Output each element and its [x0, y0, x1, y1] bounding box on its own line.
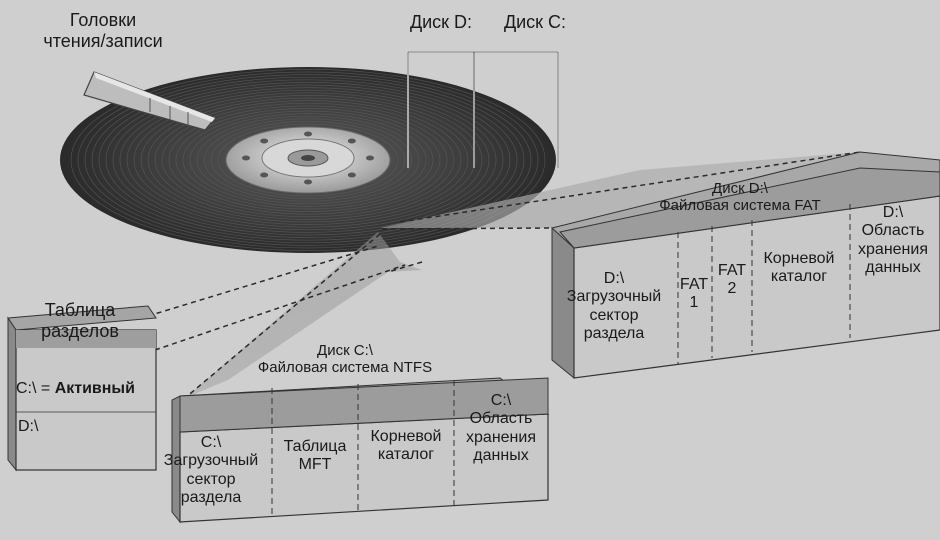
fat-seg-root: Корневой каталог: [750, 250, 848, 287]
fat-title-line2: Файловая система FAT: [659, 197, 821, 215]
partition-table-title-line1: Таблица: [44, 300, 116, 320]
ntfs-seg-mft: Таблица MFT: [272, 438, 358, 475]
partition-table-projection: [147, 245, 406, 351]
ntfs-seg-boot-line3: раздела: [180, 489, 242, 507]
fat-seg-boot: D:\ Загрузочный сектор раздела: [552, 270, 676, 344]
ntfs-block: [171, 377, 550, 524]
fat-seg-root-line1: Корневой: [763, 250, 835, 267]
fat-seg-fat1-line2: 1: [689, 294, 699, 312]
ntfs-title-line1: Диск C:\: [317, 342, 373, 359]
fat-seg-fat2: FAT 2: [712, 262, 752, 299]
ntfs-seg-data-drive: C:\: [490, 392, 512, 409]
ntfs-seg-data-line3: данных: [473, 447, 529, 465]
fat-seg-boot-drive: D:\: [603, 270, 625, 287]
fat-seg-fat2-line1: FAT: [717, 262, 747, 279]
heads-label-line2: чтения/записи: [43, 30, 163, 51]
heads-label: Головки чтения/записи: [0, 10, 206, 51]
ntfs-seg-root-line1: Корневой: [370, 428, 442, 445]
fat-seg-data-line1: Область: [861, 222, 925, 240]
fat-seg-boot-line3: раздела: [583, 325, 645, 343]
partition-brackets: [407, 51, 559, 168]
fat-seg-data-line3: данных: [865, 259, 921, 277]
ntfs-seg-boot-line1: Загрузочный: [163, 452, 259, 470]
fat-seg-fat2-line2: 2: [727, 280, 737, 298]
ntfs-seg-data: C:\ Область хранения данных: [456, 392, 546, 466]
ntfs-title: Диск C:\ Файловая система NTFS: [210, 342, 480, 377]
ntfs-seg-data-line1: Область: [469, 410, 533, 428]
partition-row-active: C:\ = Активный: [16, 380, 164, 398]
fat-block: [551, 151, 940, 380]
fat-seg-data: D:\ Область хранения данных: [846, 204, 940, 278]
heads-label-line1: Головки: [69, 10, 137, 30]
partition-row-d: D:\: [18, 418, 39, 435]
fat-seg-boot-line1: Загрузочный: [566, 288, 662, 306]
fat-title: Диск D:\ Файловая система FAT: [610, 180, 870, 215]
partition-table-title: Таблица разделов: [20, 300, 140, 341]
ntfs-seg-root-line2: каталог: [377, 446, 435, 464]
ntfs-title-line2: Файловая система NTFS: [257, 359, 433, 377]
fat-seg-data-drive: D:\: [882, 204, 904, 221]
disk-c-label: Диск C:: [503, 12, 567, 32]
fat-seg-fat1: FAT 1: [676, 276, 712, 313]
fat-seg-root-line2: каталог: [770, 268, 828, 286]
read-write-head: [83, 71, 216, 131]
ntfs-seg-mft-line2: MFT: [298, 456, 332, 474]
partition-table-block: [7, 305, 157, 472]
partition-row-active-word: Активный: [54, 380, 135, 397]
partition-table-title-line2: разделов: [41, 320, 119, 341]
ntfs-seg-boot-line2: сектор: [186, 470, 236, 488]
ntfs-seg-boot-drive: C:\: [200, 434, 222, 451]
ntfs-projection-wedge: [184, 232, 423, 399]
ntfs-seg-root: Корневой каталог: [358, 428, 454, 465]
ntfs-seg-boot: C:\ Загрузочный сектор раздела: [148, 434, 274, 508]
fat-title-line1: Диск D:\: [712, 180, 768, 197]
partition-row-active-prefix: C:\ =: [16, 380, 55, 397]
fat-seg-data-line2: хранения: [858, 240, 928, 258]
fat-seg-boot-line2: сектор: [589, 306, 639, 324]
disk-d-label: Диск D:: [409, 12, 473, 32]
ntfs-seg-mft-line1: Таблица: [283, 438, 347, 455]
fat-seg-fat1-line1: FAT: [679, 276, 709, 293]
ntfs-seg-data-line2: хранения: [466, 428, 536, 446]
